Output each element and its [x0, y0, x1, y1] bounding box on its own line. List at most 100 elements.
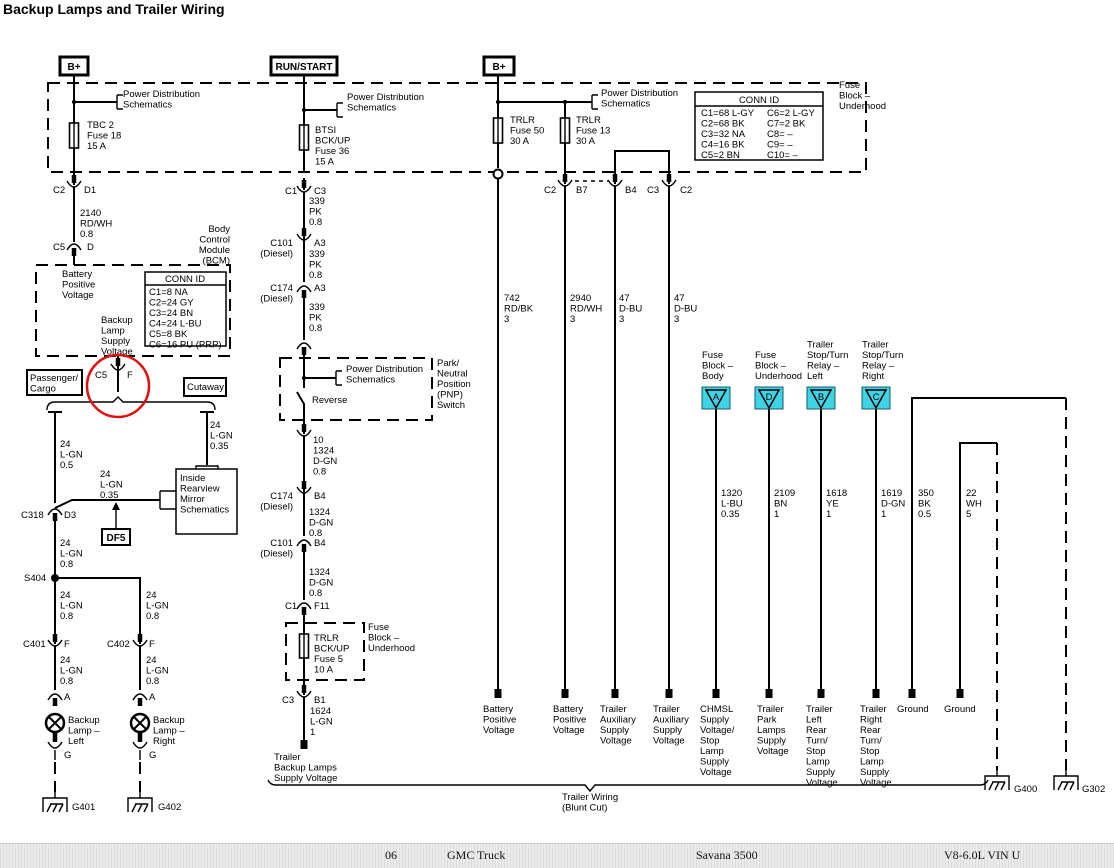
locator-triangle-icon — [809, 389, 833, 410]
pin-label: A — [64, 692, 71, 703]
option-label: Passenger/Cargo — [30, 373, 78, 395]
locator-triangle-icon — [704, 389, 728, 410]
terminal-icon — [665, 689, 673, 698]
junction-dot — [496, 100, 500, 104]
terminal-label: Ground — [897, 704, 929, 715]
connector-label: C101(Diesel) — [260, 538, 293, 560]
terminal-icon — [300, 740, 308, 749]
pin-label: F — [127, 370, 133, 381]
pnp-switch-outline — [279, 357, 433, 421]
terminal-label: Ground — [944, 704, 976, 715]
footer-engine: V8-6.0L VIN U — [944, 848, 1021, 862]
connector-label: C318 — [21, 510, 44, 521]
connector-icon — [132, 741, 148, 760]
pin-label: B1 — [314, 695, 326, 706]
option-label: Cutaway — [187, 382, 224, 393]
wire — [55, 577, 141, 636]
junction-dot — [302, 376, 306, 380]
fuse-block-outline — [47, 82, 867, 173]
bracket-icon — [335, 370, 342, 386]
pin-label: F11 — [314, 601, 330, 612]
terminal-icon — [494, 689, 502, 698]
connector-label: C174(Diesel) — [260, 491, 293, 513]
connector-label: C2 — [53, 185, 65, 196]
terminal-icon — [956, 689, 964, 698]
locator-letter: D — [766, 392, 773, 403]
ground-label: G302 — [1082, 784, 1105, 795]
lamp-filament — [133, 716, 147, 730]
pin-label: C2 — [680, 185, 692, 196]
pin-label: D — [87, 242, 94, 253]
connector-icon — [296, 285, 312, 293]
bracket-icon — [591, 94, 598, 110]
df5-reference-box[interactable] — [101, 528, 131, 546]
connector-label: C5 — [53, 242, 65, 253]
pin-label: F — [64, 639, 70, 650]
ground-label: G401 — [72, 802, 95, 813]
connector-label: C174(Diesel) — [260, 283, 293, 305]
locator-letter: B — [818, 392, 824, 403]
footer-make: GMC Truck — [447, 848, 506, 862]
fuse-block-outline — [285, 622, 365, 681]
bcm-outline — [35, 264, 231, 357]
battery-source-box — [482, 55, 516, 77]
mirror-schematics-box[interactable] — [175, 468, 238, 535]
locator-triangle-icon — [864, 389, 888, 410]
terminal-icon — [611, 689, 619, 698]
source-label: RUN/START — [275, 62, 332, 73]
pin-label: B4 — [625, 185, 637, 196]
bracket-icon — [116, 94, 123, 110]
trailer-wiring-brace — [267, 779, 989, 793]
bracket-icon — [159, 490, 176, 510]
connector-icon — [296, 342, 312, 350]
pin-label: A3 — [314, 238, 326, 249]
footer-model: Savana 3500 — [696, 848, 758, 862]
connector-label: C3 — [647, 185, 659, 196]
pin-label: B4 — [314, 538, 326, 549]
connector-label: C1 — [285, 601, 297, 612]
terminal-icon — [817, 689, 825, 698]
ground-icon — [1053, 770, 1079, 791]
df5-label: DF5 — [107, 533, 126, 544]
connector-icon — [47, 693, 63, 701]
locator-letter: A — [713, 392, 720, 403]
source-label: B+ — [67, 62, 80, 73]
arrow-up-icon — [112, 502, 120, 510]
pin-label: G — [64, 750, 71, 761]
terminal-icon — [872, 689, 880, 698]
ground-label: G400 — [1014, 784, 1037, 795]
